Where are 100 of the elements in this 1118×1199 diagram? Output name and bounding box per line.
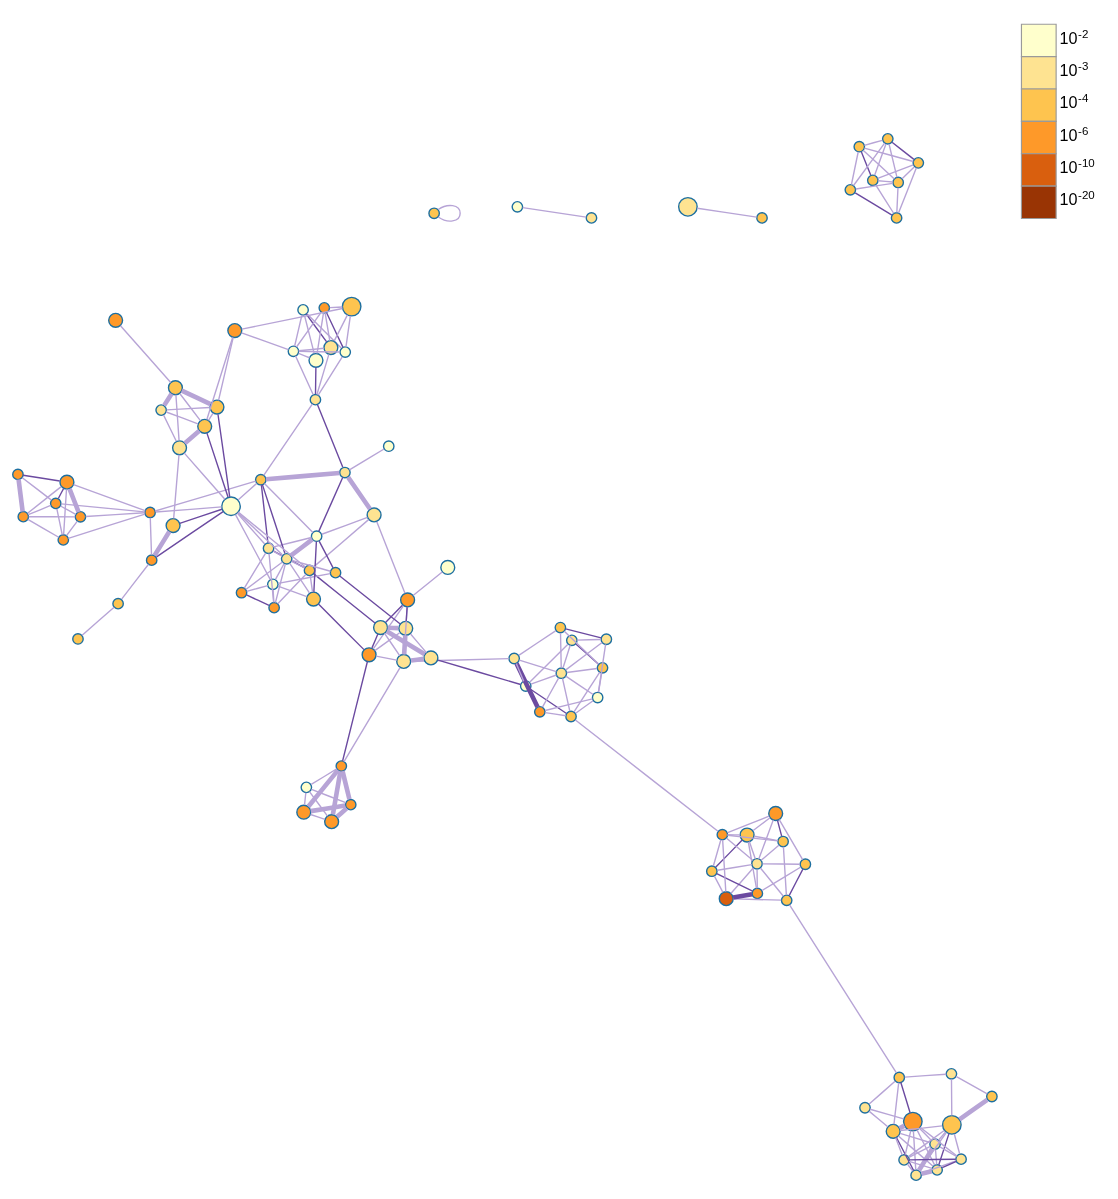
connector bbox=[410, 656, 424, 663]
node-circle bbox=[398, 620, 414, 636]
connector bbox=[908, 1158, 957, 1161]
connector bbox=[412, 570, 443, 596]
connector bbox=[22, 474, 61, 482]
node-circle bbox=[361, 646, 377, 662]
connector bbox=[310, 788, 347, 803]
connector bbox=[246, 584, 269, 592]
connector bbox=[895, 1136, 903, 1156]
connector bbox=[559, 632, 562, 669]
node-circle bbox=[57, 533, 70, 546]
connector bbox=[564, 627, 602, 639]
connector bbox=[207, 412, 214, 421]
node-circle bbox=[716, 828, 729, 841]
connector bbox=[716, 872, 754, 892]
connector bbox=[65, 520, 78, 536]
connector bbox=[289, 537, 314, 558]
connector bbox=[27, 518, 60, 538]
node-circle bbox=[309, 393, 322, 406]
node-circle bbox=[324, 813, 340, 829]
connector bbox=[544, 697, 594, 711]
node-circle bbox=[300, 780, 313, 793]
connector bbox=[850, 150, 859, 185]
connector bbox=[314, 366, 317, 395]
connector bbox=[165, 410, 199, 424]
connector bbox=[574, 718, 719, 832]
connector bbox=[27, 504, 52, 515]
connector bbox=[726, 834, 779, 842]
node-circle bbox=[108, 312, 124, 328]
connector bbox=[309, 813, 326, 820]
node-circle bbox=[533, 705, 546, 718]
legend-label: 10$^{-20}$ bbox=[1059, 188, 1095, 208]
node-circle bbox=[739, 826, 755, 843]
connector bbox=[410, 657, 510, 662]
node-circle bbox=[197, 418, 213, 434]
connector bbox=[760, 843, 780, 861]
node-circle bbox=[751, 857, 763, 870]
connector bbox=[573, 671, 601, 713]
connector bbox=[306, 768, 340, 808]
connector bbox=[776, 819, 783, 837]
node-circle bbox=[297, 303, 309, 316]
connector bbox=[298, 350, 341, 353]
connector bbox=[566, 667, 598, 673]
connector bbox=[899, 1132, 931, 1143]
node-circle bbox=[768, 805, 784, 821]
connector bbox=[437, 658, 522, 685]
connector bbox=[716, 863, 753, 871]
legend-label: 10$^{-10}$ bbox=[1059, 156, 1095, 176]
connector bbox=[758, 818, 774, 859]
connector bbox=[938, 1132, 950, 1165]
node-circle bbox=[262, 541, 275, 554]
node-circle bbox=[853, 140, 866, 153]
connector bbox=[179, 392, 202, 421]
connector bbox=[154, 480, 257, 512]
connector bbox=[900, 1081, 911, 1113]
connector bbox=[312, 518, 370, 568]
connector bbox=[953, 1132, 961, 1154]
connector bbox=[313, 540, 318, 593]
connector bbox=[297, 347, 325, 351]
node-circle bbox=[287, 344, 300, 357]
connector bbox=[528, 643, 569, 683]
connector bbox=[273, 536, 313, 548]
node-circle bbox=[372, 619, 389, 635]
node-circle bbox=[227, 322, 243, 338]
connector bbox=[901, 165, 915, 179]
connector bbox=[869, 1108, 905, 1120]
connector bbox=[725, 837, 754, 861]
connector bbox=[788, 903, 897, 1073]
node-circle bbox=[565, 710, 577, 722]
node-circle bbox=[112, 597, 124, 610]
connector bbox=[405, 605, 408, 622]
connector bbox=[891, 141, 915, 160]
connector bbox=[726, 814, 770, 833]
node-circle bbox=[890, 211, 903, 224]
connector bbox=[541, 676, 560, 708]
connector bbox=[863, 146, 914, 162]
connector bbox=[295, 311, 322, 348]
node-circle bbox=[303, 564, 316, 576]
connector bbox=[341, 660, 369, 762]
node-circle bbox=[17, 510, 30, 523]
node-circle bbox=[74, 510, 87, 523]
node-circle bbox=[366, 506, 382, 522]
connector bbox=[308, 790, 329, 817]
node-circle bbox=[898, 1153, 910, 1166]
connector bbox=[898, 1123, 906, 1130]
connector bbox=[778, 818, 804, 860]
connector bbox=[316, 403, 344, 468]
connector bbox=[907, 1129, 945, 1157]
connector bbox=[852, 142, 886, 186]
node-circle bbox=[881, 132, 894, 145]
connector bbox=[941, 1160, 958, 1168]
node-circle bbox=[396, 653, 412, 669]
connector bbox=[60, 502, 146, 513]
connector bbox=[72, 483, 146, 511]
connector bbox=[165, 406, 211, 411]
node-circle bbox=[59, 474, 75, 490]
node-circle bbox=[910, 1168, 922, 1181]
connector bbox=[56, 507, 63, 535]
node-circle bbox=[893, 1071, 906, 1083]
connector bbox=[183, 428, 201, 445]
